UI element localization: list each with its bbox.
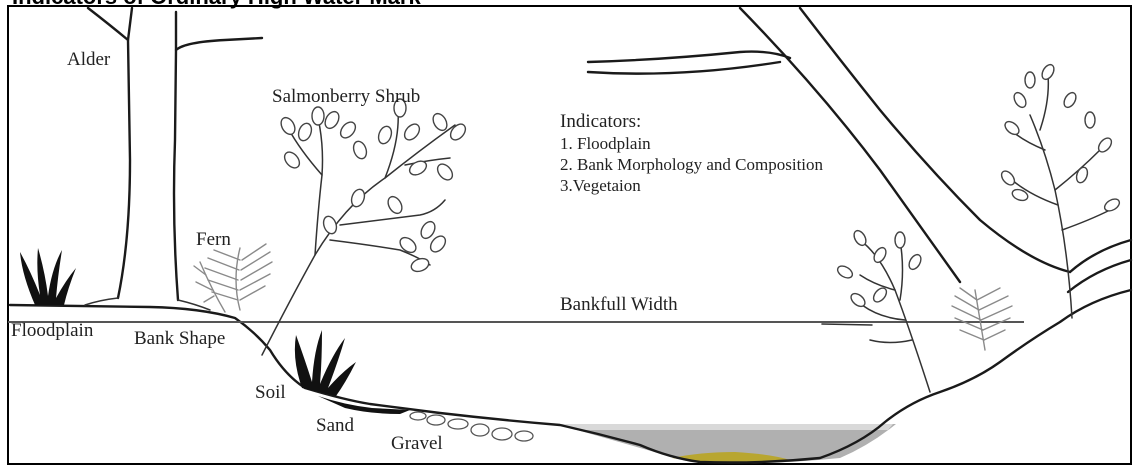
gravel-label: Gravel [391,433,443,454]
soil-label: Soil [255,382,286,403]
floodplain-label: Floodplain [11,320,94,341]
alder-label: Alder [67,49,111,70]
indicator-item: 3.Vegetaion [560,176,641,195]
bankfull-width-label: Bankfull Width [560,294,678,315]
alder-tree [85,8,262,310]
salmonberry-label: Salmonberry Shrub [272,86,420,107]
fern-plant-left [194,244,272,312]
channel-water-top [562,424,893,430]
indicator-item: 2. Bank Morphology and Composition [560,155,824,174]
salmonberry-shrub [262,99,468,355]
diagram-heading: Indicators of Ordinary High Water Mark [12,0,421,9]
grass-clump-bank [295,330,356,396]
grass-clump-left [20,248,76,305]
fern-label: Fern [196,229,231,250]
ground-profile [10,290,1131,463]
sand-label: Sand [316,415,355,436]
fern-plant-right [952,288,1012,350]
indicator-item: 1. Floodplain [560,134,651,153]
right-shrubs [822,63,1121,392]
bank-shape-label: Bank Shape [134,328,225,349]
indicators-title: Indicators: [560,111,641,132]
right-tree [588,8,1131,292]
indicators-legend: Indicators: 1. Floodplain 2. Bank Morpho… [560,111,824,195]
